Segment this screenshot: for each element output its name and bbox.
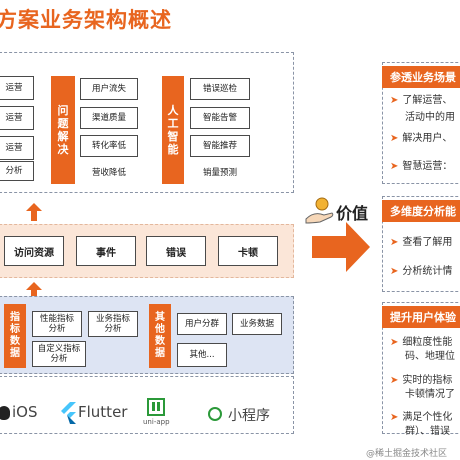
bar-char: 智: [167, 130, 179, 143]
panel2-bullet: ➤查看了解用: [390, 237, 453, 248]
right-arrow-icon: [312, 222, 370, 272]
panel3-bullet-cont: 码、地理位: [405, 351, 455, 362]
page-title: 方案业务架构概述: [0, 8, 172, 32]
bar-char: 工: [167, 117, 179, 130]
flutter-label: Flutter: [78, 403, 128, 421]
other-data-bar: 其 他 数 据: [149, 304, 171, 368]
panel3-bullet-cont: 卡顿情况了: [405, 389, 455, 400]
up-arrow-icon: [26, 203, 42, 211]
ai-item[interactable]: 销量预测: [190, 163, 250, 183]
panel1-bullet: ➤解决用户、: [390, 133, 453, 144]
up-arrow-stem: [31, 290, 37, 296]
problem-item[interactable]: 渠道质量: [80, 107, 138, 129]
bar-char: 标: [10, 324, 20, 335]
stutter-box[interactable]: 卡顿: [218, 236, 278, 266]
bar-char: 解: [57, 130, 69, 143]
bar-char: 决: [57, 143, 69, 156]
bar-char: 人: [167, 104, 179, 117]
panel3-bullet: ➤实时的指标: [390, 375, 453, 386]
left-box-2[interactable]: 运营: [0, 106, 34, 130]
uniapp-label: uni-app: [143, 418, 170, 426]
bar-char: 能: [167, 143, 179, 156]
metrics-data-bar: 指 标 数 据: [4, 304, 26, 368]
bar-char: 问: [57, 104, 69, 117]
ai-item[interactable]: 智能推荐: [190, 135, 250, 157]
panel3-bullet-cont: 群）、错误: [405, 426, 450, 437]
bar-char: 据: [155, 348, 165, 359]
bullet-text: 查看了解用: [402, 237, 453, 248]
panel3-header: 提升用户体验: [382, 306, 460, 328]
bullet-text: 满足个性化: [402, 412, 453, 423]
panel2-header: 多维度分析能: [382, 200, 460, 222]
custom-metrics-box[interactable]: 自定义指标 分析: [32, 341, 86, 367]
uniapp-icon: [147, 398, 165, 416]
events-box[interactable]: 事件: [76, 236, 136, 266]
up-arrow-stem: [31, 211, 37, 221]
left-box-1[interactable]: 运营: [0, 76, 34, 100]
up-arrow-icon: [26, 282, 42, 290]
problem-item[interactable]: 转化率低: [80, 135, 138, 157]
left-box-4[interactable]: 分析: [0, 161, 34, 181]
ios-label: iOS: [12, 403, 38, 421]
bullet-text: 实时的指标: [402, 375, 453, 386]
bar-char: 题: [57, 117, 69, 130]
value-label: 价值: [336, 204, 369, 223]
bar-char: 数: [10, 336, 20, 347]
user-segment-box[interactable]: 用户分群: [177, 313, 227, 335]
panel3-bullet: ➤满足个性化: [390, 412, 453, 423]
bar-char: 据: [10, 348, 20, 359]
miniprogram-label: 小程序: [228, 408, 270, 424]
panel1-bullet-cont: 活动中的用: [405, 112, 455, 123]
miniprogram-icon: [208, 407, 222, 421]
bullet-text: 解决用户、: [402, 133, 453, 144]
apple-icon: [0, 406, 10, 420]
panel3-bullet: ➤细粒度性能: [390, 337, 453, 348]
bar-char: 指: [10, 312, 20, 323]
bar-char: 其: [155, 312, 165, 323]
value-hand-icon: [305, 197, 334, 224]
panel1-bullet: ➤智慧运营：: [390, 161, 453, 172]
bar-char: 数: [155, 336, 165, 347]
panel2-bullet: ➤分析统计情: [390, 266, 453, 277]
problem-item[interactable]: 营收降低: [80, 163, 138, 183]
errors-box[interactable]: 错误: [146, 236, 206, 266]
bullet-text: 智慧运营：: [402, 161, 453, 172]
bullet-text: 分析统计情: [402, 266, 453, 277]
other-box[interactable]: 其他...: [177, 343, 227, 367]
performance-metrics-box[interactable]: 性能指标 分析: [32, 311, 82, 337]
ai-item[interactable]: 错误巡检: [190, 78, 250, 100]
problem-item[interactable]: 用户流失: [80, 78, 138, 100]
bullet-text: 细粒度性能: [402, 337, 453, 348]
bullet-text: 了解运营、: [402, 95, 453, 106]
panel1-header: 参透业务场景: [382, 66, 460, 88]
access-resource-box[interactable]: 访问资源: [4, 236, 64, 266]
ai-item[interactable]: 智能告警: [190, 107, 250, 129]
business-metrics-box[interactable]: 业务指标 分析: [88, 311, 138, 337]
watermark: @稀土掘金技术社区: [366, 449, 448, 459]
ai-bar: 人 工 智 能: [162, 76, 184, 184]
problem-solving-bar: 问 题 解 决: [51, 76, 75, 184]
panel1-bullet: ➤了解运营、: [390, 95, 453, 106]
flutter-icon: [61, 402, 76, 424]
business-data-box[interactable]: 业务数据: [232, 313, 282, 335]
left-box-3[interactable]: 运营: [0, 136, 34, 160]
bar-char: 他: [155, 324, 165, 335]
